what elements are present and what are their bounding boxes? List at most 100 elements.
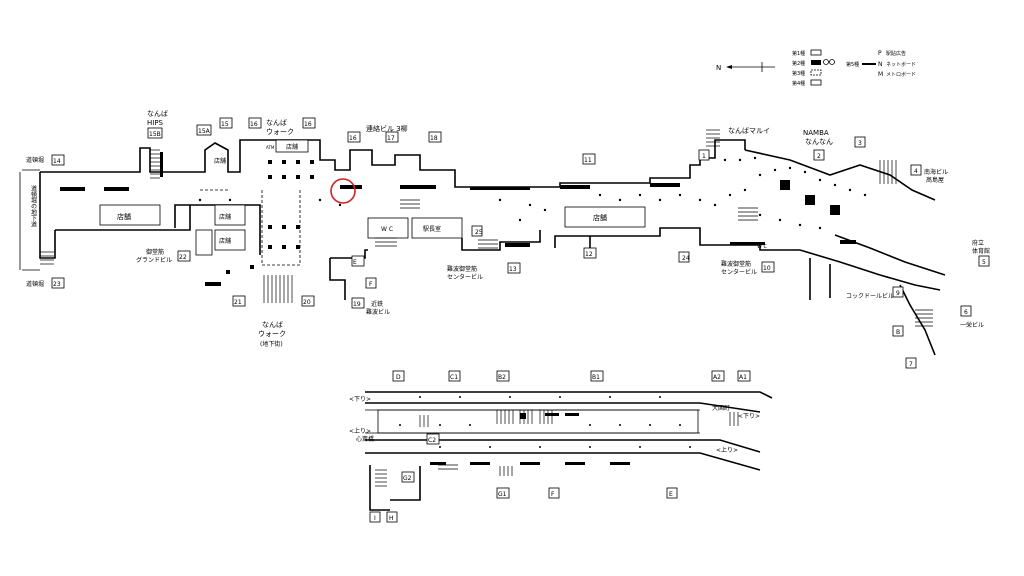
exit-f[interactable]: 25 <box>471 225 483 237</box>
platform-daikokucho: 大国町 <box>712 404 730 412</box>
atm-label: ATM <box>266 145 275 150</box>
shop-label-3: 店舗 <box>219 237 231 245</box>
exit-9[interactable]: 9 <box>892 286 904 298</box>
svg-text:4: 4 <box>914 168 918 175</box>
exit-14[interactable]: 14 <box>51 154 65 166</box>
exit-f-platform[interactable]: F <box>548 487 560 499</box>
svg-text:22: 22 <box>179 254 187 261</box>
exit-10[interactable]: 10 <box>761 261 775 273</box>
marui-label: なんばマルイ <box>728 126 770 135</box>
dotonbori-bottom: 道頓堀 <box>26 280 44 288</box>
exit-17[interactable]: 16 <box>302 117 316 129</box>
exit-24[interactable]: 22 <box>177 250 191 262</box>
svg-text:7: 7 <box>909 361 913 368</box>
midosuji-label-2: グランドビル <box>136 256 172 264</box>
legend: N 第1種 第2種 第3種 第4種 第5種 P 駅貼広告 N ネットボード M … <box>716 49 916 87</box>
exit-a1[interactable]: A1 <box>737 370 751 382</box>
walk-bottom-1: なんば <box>262 320 283 329</box>
svg-text:A2: A2 <box>713 374 721 381</box>
svg-text:18: 18 <box>430 135 438 142</box>
hips-label-1: なんば <box>147 109 168 118</box>
exit-7[interactable]: 7 <box>905 357 917 369</box>
exit-4[interactable]: 4 <box>910 164 922 176</box>
svg-text:C1: C1 <box>450 374 458 381</box>
platform-up-left: <上り> <box>349 427 371 435</box>
exit-g2[interactable]: G2 <box>401 471 415 483</box>
cockdor-label: コックドールビル <box>846 292 894 300</box>
exit-15a[interactable]: 15A <box>196 124 212 136</box>
svg-text:5: 5 <box>982 259 986 266</box>
exit-d[interactable]: D <box>392 370 405 382</box>
exit-12[interactable]: 12 <box>583 247 597 259</box>
svg-text:17: 17 <box>387 135 395 142</box>
exit-5[interactable]: 5 <box>978 255 990 267</box>
svg-text:F: F <box>369 281 373 288</box>
kintetsu-label-1: 近鉄 <box>371 300 383 308</box>
exit-h-platform[interactable]: H <box>386 511 398 523</box>
exit-18[interactable]: 16 <box>347 131 361 143</box>
upper-labels: なんば HIPS なんば ウォーク 連絡ビル 3柳 なんばマルイ NAMBA な… <box>26 109 990 348</box>
exit-e[interactable]: 24 <box>678 251 690 263</box>
platform-down-left: <下り> <box>349 396 371 403</box>
station-office-label: 駅長室 <box>423 225 441 233</box>
svg-text:19: 19 <box>353 301 361 308</box>
stairs <box>40 129 933 327</box>
exit-13[interactable]: 13 <box>507 262 521 274</box>
svg-text:14: 14 <box>53 158 61 165</box>
exit-c2[interactable]: C2 <box>426 433 440 445</box>
svg-text:G1: G1 <box>498 491 507 498</box>
svg-text:I: I <box>374 515 376 522</box>
legend-type5: 第5種 <box>846 61 859 68</box>
exit-23[interactable]: 21 <box>232 295 246 307</box>
exit-g1[interactable]: E <box>351 255 365 267</box>
exit-8[interactable]: B <box>892 325 904 337</box>
exit-b[interactable] <box>893 326 903 336</box>
exit-25[interactable]: 23 <box>51 277 65 289</box>
platform-down-right: <下り> <box>738 413 760 420</box>
concourse-walls <box>19 139 946 356</box>
midosuji-label-1: 御堂筋 <box>146 248 164 256</box>
exit-i[interactable]: I <box>369 511 381 523</box>
exit-b2[interactable]: B2 <box>496 370 510 382</box>
svg-text:G2: G2 <box>403 475 412 482</box>
exit-h[interactable]: F <box>365 277 377 289</box>
exit-22[interactable]: 20 <box>301 295 315 307</box>
exit-b1[interactable]: B1 <box>590 370 604 382</box>
svg-text:15: 15 <box>221 121 229 128</box>
svg-text:C2: C2 <box>428 437 436 444</box>
svg-text:A1: A1 <box>739 374 747 381</box>
exit-e-platform[interactable]: E <box>666 487 678 499</box>
legend-code-n-label: ネットボード <box>886 61 916 68</box>
svg-text:23: 23 <box>53 281 61 288</box>
shop-label-6: 店舗 <box>286 143 298 151</box>
exit-3[interactable]: 3 <box>854 136 866 148</box>
exit-16[interactable]: 16 <box>248 117 262 129</box>
exit-15[interactable]: 15 <box>219 117 233 129</box>
exit-19[interactable]: 17 <box>385 131 399 143</box>
exit-21[interactable]: 19 <box>351 297 365 309</box>
exit-c1[interactable]: C1 <box>448 370 461 382</box>
exit-11[interactable]: 11 <box>582 153 596 165</box>
ad-panels <box>60 152 856 286</box>
svg-text:25: 25 <box>475 229 483 236</box>
svg-text:13: 13 <box>509 266 517 273</box>
legend-type2: 第2種 <box>792 60 805 67</box>
exit-1[interactable]: 1 <box>698 149 710 161</box>
svg-text:21: 21 <box>234 299 242 306</box>
tunnel-label: 道頓堀の地下道 <box>30 184 37 228</box>
exit-20[interactable]: 18 <box>428 131 442 143</box>
north-arrow: N <box>716 62 775 72</box>
exit-15b[interactable]: 15B <box>147 127 163 139</box>
exit-a2[interactable]: A2 <box>711 370 725 382</box>
svg-text:D: D <box>396 374 401 381</box>
exit-boxes: 1 2 3 4 5 6 7 B 9 10 11 12 13 14 15 15A … <box>51 117 990 369</box>
exit-2[interactable]: 2 <box>813 149 825 161</box>
legend-type3: 第3種 <box>792 70 805 77</box>
svg-text:15A: 15A <box>198 128 211 135</box>
walk-bottom-3: (地下街) <box>260 340 283 348</box>
svg-text:E: E <box>353 259 357 266</box>
exit-g1-platform[interactable]: G1 <box>496 487 510 499</box>
exit-6[interactable]: 6 <box>960 305 972 317</box>
renraku-label: 連絡ビル 3柳 <box>366 124 408 133</box>
